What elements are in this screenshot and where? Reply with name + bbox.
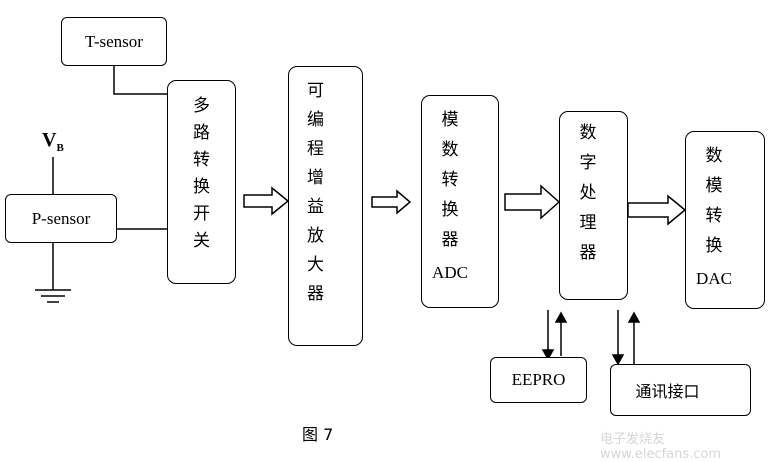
mux-label: 多 路 转 换 开 关 [193, 96, 210, 251]
dsp-comm-arrows [611, 310, 641, 366]
comm-interface-label: 通讯接口 [635, 382, 700, 401]
t-sensor-wire [113, 66, 167, 95]
eeprom-label: EEPRO [511, 370, 566, 389]
comm-interface-block [610, 364, 751, 416]
pga-block [288, 66, 363, 346]
dsp-label: 数 字 处 理 器 [579, 123, 597, 263]
ground-symbol [35, 289, 71, 303]
p-sensor-block [5, 194, 117, 243]
dac-label: 数 模 转 换 DAC [696, 146, 732, 288]
adc-block [421, 95, 499, 308]
arrow-mux-to-pga [243, 186, 290, 216]
eeprom-block [490, 357, 587, 403]
t-sensor-block [61, 17, 167, 66]
figure-caption: 图 7 [302, 425, 334, 444]
vb-supply-label: VB [42, 129, 64, 154]
arrow-adc-to-dsp [504, 184, 561, 220]
mux-block [167, 80, 236, 284]
t-sensor-label: T-sensor [85, 31, 143, 51]
arrow-dsp-to-dac [627, 194, 687, 226]
dac-block [685, 131, 765, 309]
arrow-pga-to-adc [371, 189, 412, 215]
watermark: 电子发烧友 www.elecfans.com [600, 432, 722, 462]
dsp-block [559, 111, 628, 300]
dsp-eeprom-arrows [541, 310, 568, 361]
block-diagram [35, 66, 687, 366]
pga-label: 可 编 程 增 益 放 大 器 [307, 81, 324, 304]
p-sensor-label: P-sensor [31, 208, 91, 228]
adc-label: 模 数 转 换 器 ADC [432, 110, 468, 282]
